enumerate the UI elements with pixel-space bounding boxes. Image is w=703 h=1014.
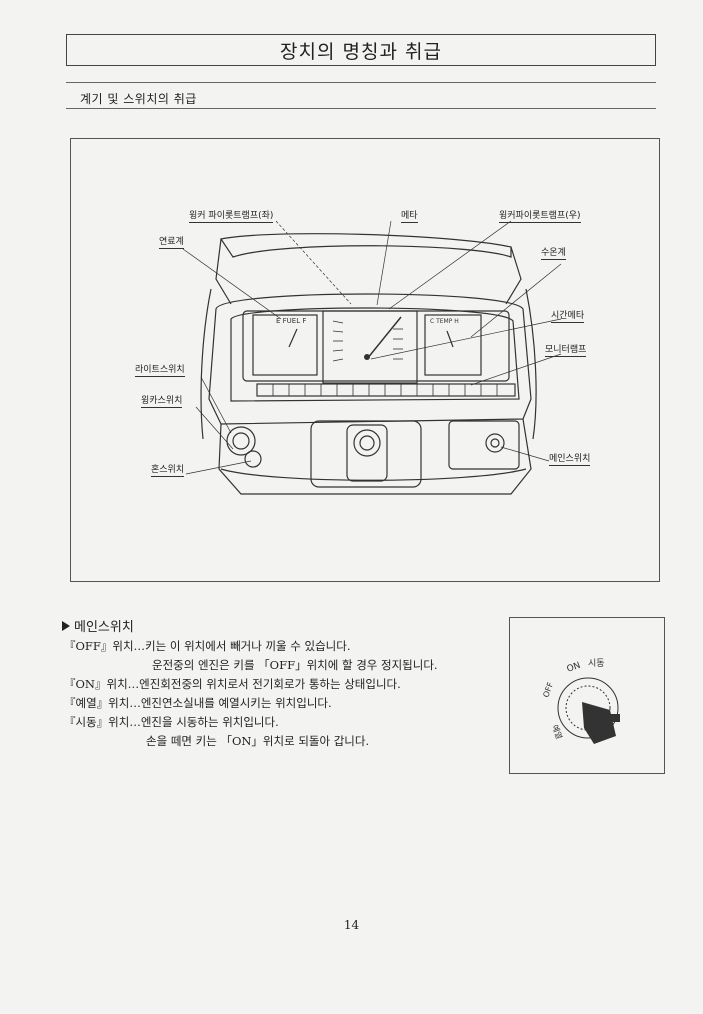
label-winker-left: 윙커 파이롯트램프(좌) [189,211,274,223]
divider-top [66,82,656,83]
body-line-off: 『OFF』위치…키는 이 위치에서 빼거나 끼울 수 있습니다. [64,639,351,653]
inset-label-preheat: 예열 [550,723,564,740]
divider-subtitle [66,108,656,109]
inset-label-off: OFF [541,681,555,699]
triangle-bullet-icon [62,620,70,631]
label-horn-switch: 혼스위치 [151,465,185,477]
section-subtitle: 계기 및 스위치의 취급 [80,92,197,106]
label-light-switch: 라이트스위치 [135,365,185,377]
page-title-box: 장치의 명칭과 취급 [66,34,656,66]
inset-label-start: 시동 [588,658,605,669]
label-winker-right: 윙커파이롯트램프(우) [499,211,581,223]
label-meter: 메타 [401,211,418,223]
label-hour-meter: 시간메타 [551,311,585,323]
body-line-on: 『ON』위치…엔진회전중의 위치로서 전기회로가 통하는 상태입니다. [64,677,401,691]
label-winker-switch: 윙카스위치 [141,396,183,408]
fuel-gauge-text: E FUEL F [276,317,306,325]
temp-gauge-text: C TEMP H [430,318,459,325]
dashboard-illustration: E FUEL F C TEMP H [182,220,562,495]
label-main-switch: 메인스위치 [549,454,591,466]
body-line-start-cont: 손을 떼면 키는 「ON」위치로 되돌아 갑니다. [146,734,370,748]
body-line-off-cont: 운전중의 엔진은 키를 「OFF」위치에 할 경우 정지됩니다. [152,658,438,672]
page-number: 14 [343,918,360,932]
key-switch-illustration: ON 시동 OFF 예열 [541,658,620,744]
key-switch-figure: ON 시동 OFF 예열 [509,617,665,774]
section-heading-text: 메인스위치 [74,620,134,635]
label-monitor-lamp: 모니터램프 [545,345,587,357]
label-fuel-gauge: 연료계 [159,237,184,249]
section-heading: 메인스위치 [62,616,134,635]
body-line-preheat: 『예열』위치…엔진연소실내를 예열시키는 위치입니다. [64,696,332,710]
inset-label-on: ON [566,661,582,675]
body-line-start: 『시동』위치…엔진을 시동하는 위치입니다. [64,715,279,729]
label-water-temp: 수온계 [541,248,566,260]
dashboard-figure: E FUEL F C TEMP H 윙커 파이롯트램프(좌) 메타 윙커파이롯트… [70,138,660,582]
page-title: 장치의 명칭과 취급 [280,40,442,63]
